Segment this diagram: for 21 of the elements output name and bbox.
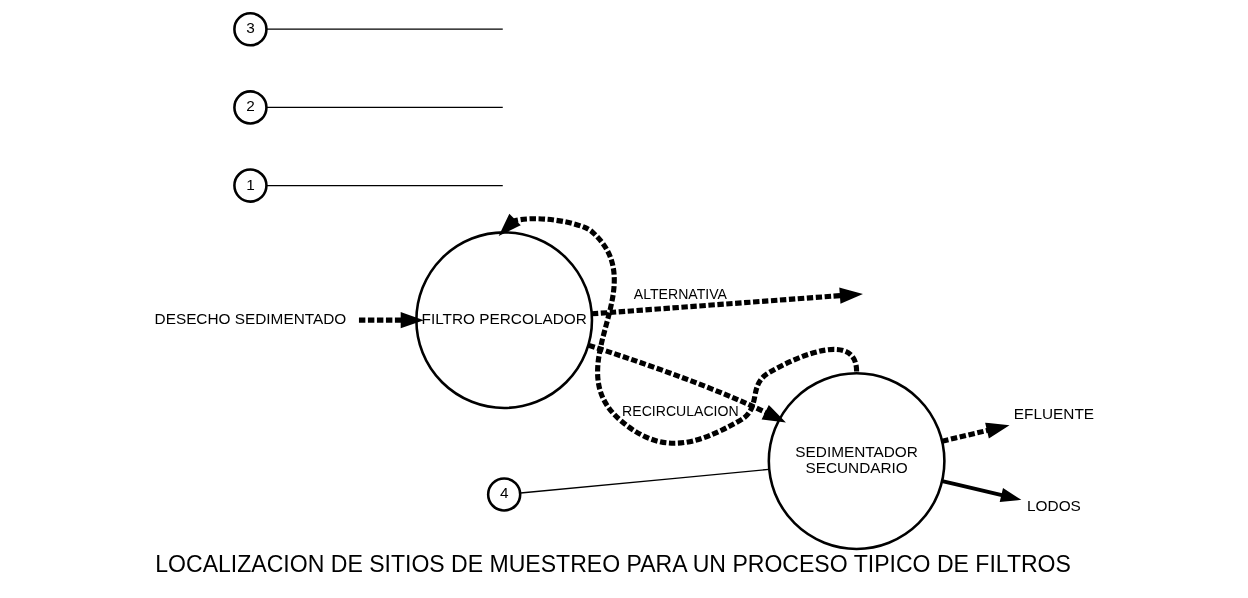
node-text: EFLUENTE — [1013, 404, 1095, 422]
arrow — [941, 479, 1022, 503]
node-text: DESECHO SEDIMENTADO — [154, 310, 347, 328]
arrow — [588, 342, 786, 423]
edge-label: RECIRCULACION — [622, 403, 739, 420]
node-circle: SEDIMENTADOR SECUNDARIO — [767, 372, 946, 551]
connector — [266, 184, 504, 187]
node-circle: FILTRO PERCOLADOR — [415, 231, 594, 410]
node-text: LODOS — [1027, 497, 1081, 515]
node-circle: 3 — [233, 11, 268, 47]
edge-label: ALTERNATIVA — [633, 286, 727, 303]
arrow — [591, 287, 863, 317]
arrow — [358, 312, 424, 329]
connector — [519, 468, 770, 494]
arrow — [941, 422, 1010, 444]
node-circle: 4 — [486, 477, 522, 512]
connector — [266, 28, 504, 30]
caption: LOCALIZACION DE SITIOS DE MUESTREO PARA UN PROCESO TIPICO DE FILTROS — [155, 551, 1071, 578]
connector — [266, 106, 504, 109]
node-circle: 2 — [233, 90, 268, 125]
node-circle: 1 — [233, 168, 268, 203]
